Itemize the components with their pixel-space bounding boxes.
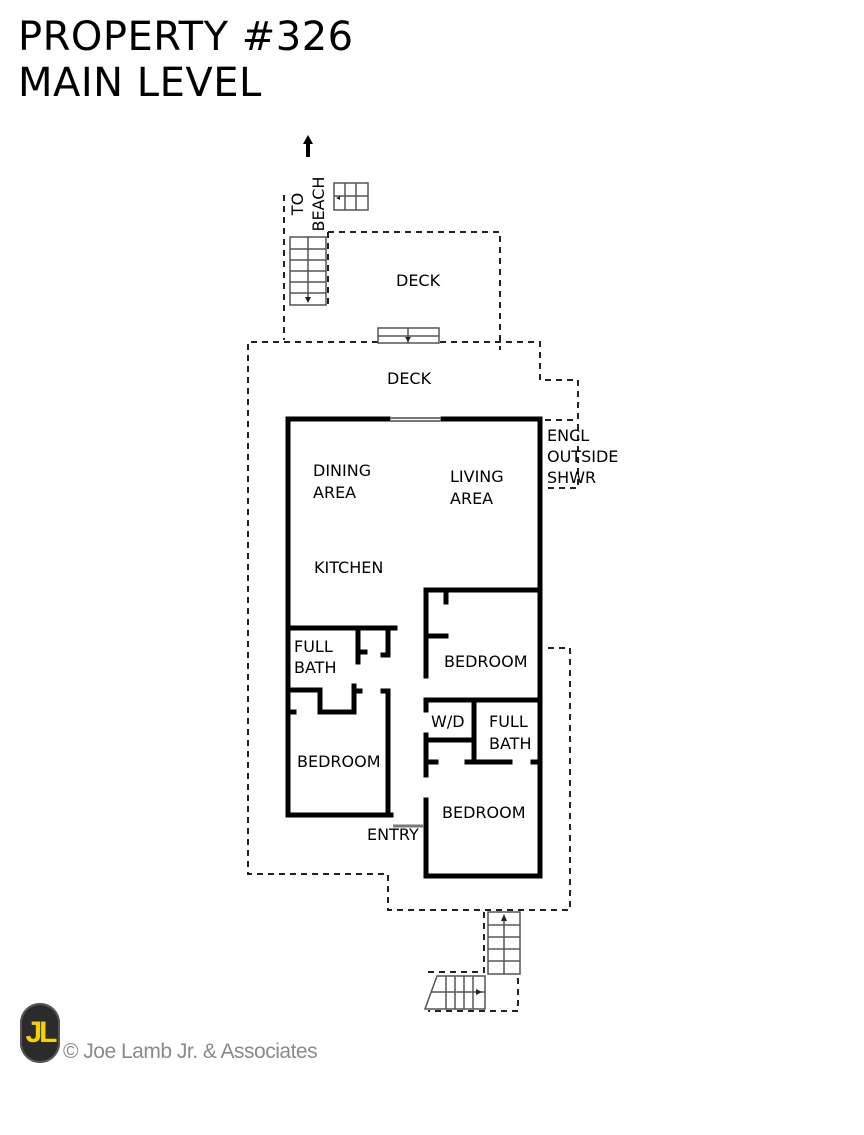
encl-shower-label-1: ENCL xyxy=(547,426,590,445)
wd-label: W/D xyxy=(431,712,465,731)
bedroom-bottom-right-label: BEDROOM xyxy=(442,803,526,822)
kitchen-label: KITCHEN xyxy=(314,558,384,577)
dining-area-label-1: DINING xyxy=(313,461,372,480)
entry-label: ENTRY xyxy=(367,825,419,844)
bedroom-top-right-label: BEDROOM xyxy=(444,652,528,671)
stairs xyxy=(289,182,521,1010)
living-area-label-1: LIVING xyxy=(450,467,504,486)
full-bath-left-label-2: BATH xyxy=(294,658,337,677)
deck-outlines xyxy=(247,195,579,1012)
copyright-text: © Joe Lamb Jr. & Associates xyxy=(63,1040,318,1063)
slider-doors xyxy=(390,417,441,828)
to-beach-label: TO BEACH xyxy=(288,176,328,232)
to-beach-arrow-icon xyxy=(303,135,313,157)
dining-area-label-2: AREA xyxy=(313,483,357,502)
lower-deck-label: DECK xyxy=(387,369,432,388)
page-title-line1: PROPERTY #326 xyxy=(18,14,354,60)
encl-shower-label-2: OUTSIDE xyxy=(547,447,619,466)
jl-logo: JL xyxy=(20,1003,60,1063)
full-bath-left-label-1: FULL xyxy=(294,637,333,656)
page-title-line2: MAIN LEVEL xyxy=(18,60,262,106)
full-bath-right-label-1: FULL xyxy=(489,712,528,731)
full-bath-right-label-2: BATH xyxy=(489,734,532,753)
stair-arrows xyxy=(305,196,507,995)
walls xyxy=(285,416,543,879)
logo-text: JL xyxy=(25,1016,57,1049)
upper-deck-label: DECK xyxy=(396,271,441,290)
encl-shower-label-3: SHWR xyxy=(547,468,597,487)
bedroom-left-label: BEDROOM xyxy=(297,752,381,771)
living-area-label-2: AREA xyxy=(450,489,494,508)
